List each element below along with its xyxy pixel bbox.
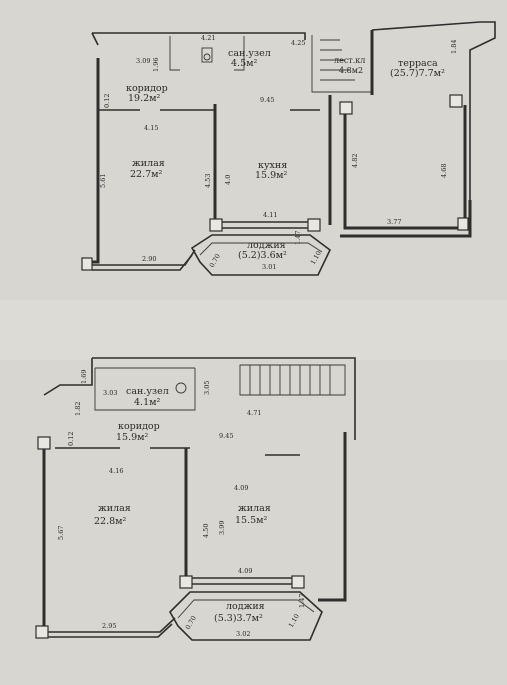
floor2-dim-label: 0.12 [67, 432, 75, 446]
floor2-column [179, 575, 193, 589]
floor2-left-upper-wall [43, 358, 93, 396]
floor2-loggia-area: (5.3)3.7м² [214, 613, 263, 624]
floor1-dim-label: 4.53 [204, 174, 212, 188]
floor1-top-wall [92, 32, 306, 40]
floor1-bathroom-name: сан.узел [228, 48, 271, 59]
floor1-living-name: жилая [132, 158, 165, 169]
floor1-top-left-corner [91, 32, 99, 46]
floor1-dim-label: 2.90 [142, 255, 156, 263]
floor2-dim-label: 4.09 [238, 567, 252, 575]
floor2-dim-label: 1.69 [80, 370, 88, 384]
floor1-stair-area: 4.8м2 [339, 66, 363, 75]
floor2-dim-label: 4.16 [109, 467, 123, 475]
floor1-terrace-outer [371, 21, 496, 200]
floor2-column [291, 575, 305, 589]
floor1-loggia-area: (5.2)3.6м² [238, 250, 287, 261]
floor1-terrace-rail [343, 105, 467, 230]
floor1-column [449, 94, 463, 108]
floor1-stair-name: лест.кл [334, 56, 365, 65]
floor1-toilet-bowl-icon [203, 53, 211, 61]
floor2-stair-steps [249, 365, 331, 395]
floor1-dim-label: 4.82 [351, 154, 359, 168]
floor2-dim-label: 3.99 [218, 521, 226, 535]
floor1-dim-label: 4.0 [224, 175, 232, 185]
floor2-bathroom-walls [94, 367, 196, 411]
floor2-living1-name: жилая [98, 503, 131, 514]
floor2-column [37, 436, 51, 450]
floor1-corridor-name: коридор [126, 83, 168, 94]
floor1-dim-label: 4.11 [263, 211, 277, 219]
floor2-dim-label: 3.02 [236, 630, 250, 638]
floor-2-plan: 1.69 3.03 3.05 1.82 4.71 0.12 9.45 4.16 … [35, 357, 356, 641]
floor1-dim-label: 3.77 [387, 218, 401, 226]
floor2-window-wall [192, 577, 292, 585]
floor2-bathroom-area: 4.1м² [134, 397, 160, 408]
floor1-terrace-bottom [340, 200, 472, 238]
floor2-dim-label: 4.09 [234, 484, 248, 492]
floor2-living2-area: 15.5м² [235, 515, 268, 526]
floor2-dim-label: 1.82 [74, 402, 82, 416]
floor1-bottom-wall-left-inner [92, 254, 193, 271]
floor1-dim-label: 1.47 [294, 231, 302, 245]
floor2-dim-label: 5.67 [57, 526, 65, 540]
floor1-loggia-inner [199, 242, 323, 256]
floor2-loggia-inner [177, 599, 315, 619]
floor1-terrace-name: терраса [398, 58, 438, 69]
floor1-loggia-name: лоджия [247, 240, 286, 251]
floor2-corridor-area: 15.9м² [116, 432, 149, 443]
floor1-loggia-outline [190, 234, 332, 276]
floor2-column [35, 625, 49, 639]
floor1-kitchen-name: кухня [258, 160, 287, 171]
paper-fold-highlight [0, 300, 507, 360]
floor2-corridor-name: коридор [118, 421, 160, 432]
floor2-dim-label: 9.45 [219, 432, 233, 440]
floor2-living1-area: 22.8м² [94, 516, 127, 527]
floor2-top-wall [92, 357, 356, 440]
floor1-column [81, 257, 93, 271]
floor1-dim-label: 4.68 [440, 164, 448, 178]
floor2-loggia-name: лоджия [226, 601, 265, 612]
floor2-right-wall [318, 432, 347, 602]
floor1-living-area: 22.7м² [130, 169, 163, 180]
floor2-toilet-icon [175, 382, 187, 394]
floor2-bottom-wall-left [48, 617, 176, 638]
floor1-bathroom-area: 4.5м² [231, 58, 257, 69]
floor1-dim-label: 5.61 [99, 174, 107, 188]
floor2-dim-label: 4.71 [247, 409, 261, 417]
floor1-toilet-icon [201, 47, 213, 63]
floor1-kitchen-area: 15.9м² [255, 170, 288, 181]
floor1-dim-label: 0.12 [103, 94, 111, 108]
floor1-column [457, 217, 469, 231]
floor1-dim-label: 9.45 [260, 96, 274, 104]
floor1-dim-label: 4.21 [201, 34, 215, 42]
floor1-dim-label: 1.96 [152, 58, 160, 72]
floor1-bathroom-walls [169, 36, 245, 71]
floor2-dim-label: 1.47 [298, 594, 306, 608]
floor1-dim-label: 4.25 [291, 39, 305, 47]
floor-1-plan: 4.21 3.09 1.96 4.25 1.84 0.12 9.45 4.15 … [81, 21, 496, 276]
floor1-column [307, 218, 321, 232]
floor2-bathroom-name: сан.узел [126, 386, 169, 397]
floor2-dim-label: 4.50 [202, 524, 210, 538]
floor1-dim-label: 3.09 [136, 57, 150, 65]
floor1-dim-label: 3.01 [262, 263, 276, 271]
floor1-column [339, 101, 353, 115]
floor1-column [209, 218, 223, 232]
floor1-dim-label: 1.84 [450, 40, 458, 54]
floor1-window-wall [222, 221, 308, 229]
floor2-loggia-outline [169, 591, 323, 641]
floor1-terrace-area: (25.7)7.7м² [390, 68, 445, 79]
floor2-living2-name: жилая [238, 503, 271, 514]
floor2-dim-label: 2.95 [102, 622, 116, 630]
floor1-corridor-area: 19.2м² [128, 93, 161, 104]
floor2-dim-label: 3.05 [203, 381, 211, 395]
floor1-stair [311, 35, 372, 93]
floor1-dim-label: 4.15 [144, 124, 158, 132]
floor2-dim-label: 3.03 [103, 389, 117, 397]
